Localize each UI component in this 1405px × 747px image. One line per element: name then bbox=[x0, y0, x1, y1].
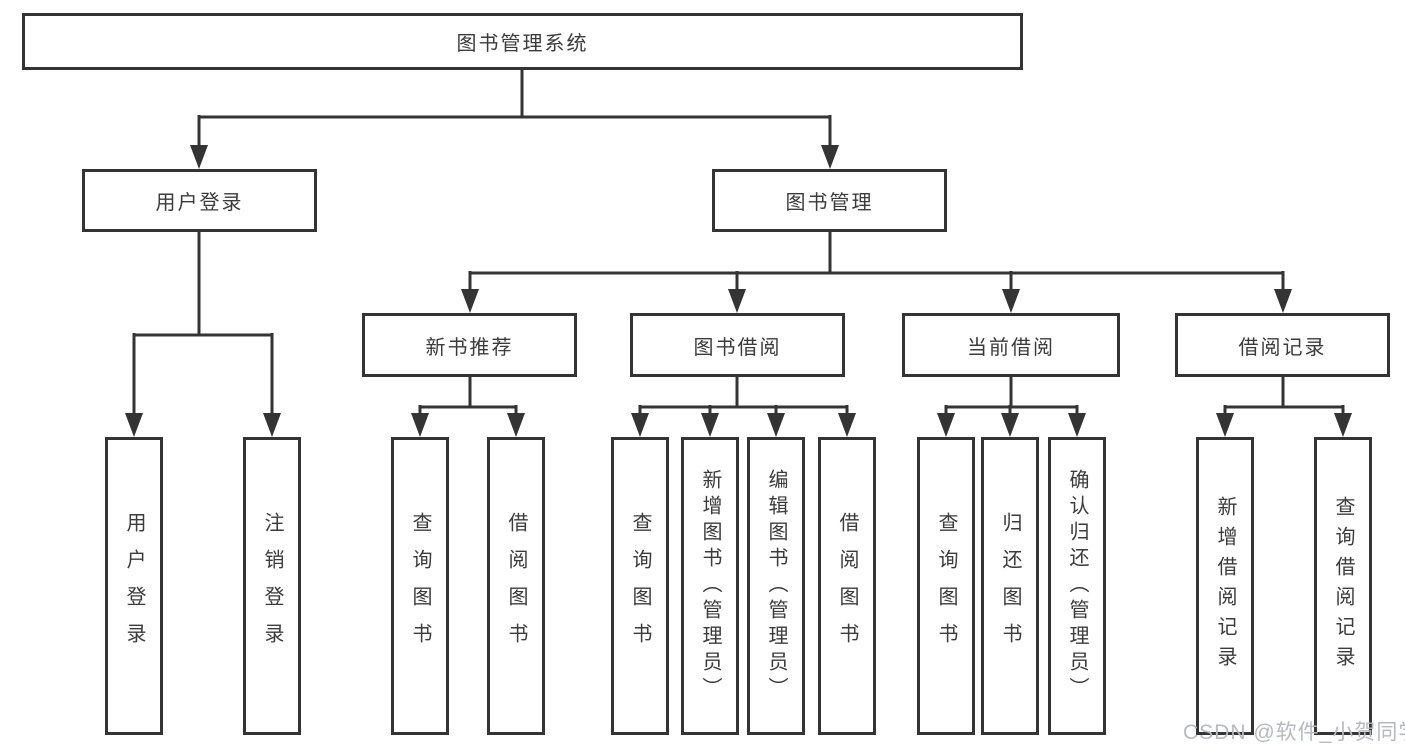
node-label: 图书管理系统 bbox=[456, 33, 589, 55]
node-library-management-system: 图书管理系统 bbox=[22, 13, 1023, 70]
node-label: 图书借阅 bbox=[693, 336, 782, 359]
leaf-add-book-admin: 新增图书（管理员） bbox=[681, 437, 739, 735]
leaf-borrow-books-recommend: 借阅图书 bbox=[487, 437, 545, 735]
connector-current-borrow bbox=[944, 377, 1079, 415]
arrowhead bbox=[1001, 413, 1019, 437]
leaf-label: 查询借阅记录 bbox=[1332, 496, 1354, 676]
leaf-label: 用户登录 bbox=[123, 512, 145, 660]
arrowhead bbox=[767, 413, 785, 437]
connector-root bbox=[197, 70, 832, 147]
arrowhead bbox=[838, 413, 856, 437]
arrowhead bbox=[1334, 413, 1352, 437]
node-current-borrow: 当前借阅 bbox=[902, 313, 1120, 377]
arrowhead bbox=[937, 413, 955, 437]
node-new-book-recommend: 新书推荐 bbox=[362, 313, 577, 377]
arrowhead bbox=[1216, 413, 1234, 437]
leaf-label: 确认归还（管理员） bbox=[1066, 469, 1088, 703]
leaf-label: 编辑图书（管理员） bbox=[765, 469, 787, 703]
arrowhead bbox=[728, 289, 746, 313]
arrowhead bbox=[701, 413, 719, 437]
leaf-label: 归还图书 bbox=[999, 512, 1021, 660]
arrowhead bbox=[411, 413, 429, 437]
leaf-edit-book-admin: 编辑图书（管理员） bbox=[747, 437, 805, 735]
leaf-add-borrow-record: 新增借阅记录 bbox=[1196, 437, 1254, 735]
connector-user-login bbox=[132, 232, 274, 415]
leaf-return-book: 归还图书 bbox=[981, 437, 1039, 735]
node-label: 图书管理 bbox=[785, 192, 874, 214]
connector-book-borrow bbox=[638, 377, 849, 415]
leaf-query-books-current: 查询图书 bbox=[917, 437, 975, 735]
leaf-query-borrow-record: 查询借阅记录 bbox=[1314, 437, 1372, 735]
arrowhead bbox=[1068, 413, 1086, 437]
arrowhead bbox=[461, 289, 479, 313]
leaf-confirm-return-admin: 确认归还（管理员） bbox=[1048, 437, 1106, 735]
arrowhead bbox=[821, 145, 839, 169]
leaf-label: 查询图书 bbox=[629, 512, 651, 660]
connector-book-management bbox=[468, 232, 1285, 291]
arrowhead bbox=[1002, 289, 1020, 313]
node-label: 新书推荐 bbox=[425, 336, 514, 359]
leaf-query-books-borrow: 查询图书 bbox=[611, 437, 669, 735]
node-book-borrow: 图书借阅 bbox=[630, 313, 845, 377]
arrowhead bbox=[507, 413, 525, 437]
arrowhead bbox=[125, 413, 143, 437]
leaf-borrow-books: 借阅图书 bbox=[818, 437, 876, 735]
leaf-label: 新增借阅记录 bbox=[1214, 496, 1236, 676]
node-label: 当前借阅 bbox=[967, 336, 1055, 359]
arrowhead bbox=[1274, 289, 1292, 313]
leaf-label: 查询图书 bbox=[935, 512, 957, 660]
csdn-watermark: CSDN @软件_小贺同学 bbox=[1183, 721, 1405, 744]
connector-new-book-recommend bbox=[418, 377, 518, 415]
leaf-user-login: 用户登录 bbox=[105, 437, 163, 735]
node-label: 借阅记录 bbox=[1238, 336, 1327, 359]
leaf-label: 借阅图书 bbox=[836, 512, 858, 660]
node-book-management: 图书管理 bbox=[712, 169, 947, 232]
leaf-label: 注销登录 bbox=[261, 512, 283, 660]
arrowhead bbox=[631, 413, 649, 437]
arrowhead bbox=[263, 413, 281, 437]
node-borrow-records: 借阅记录 bbox=[1175, 313, 1390, 377]
node-user-login: 用户登录 bbox=[82, 169, 317, 232]
arrowhead bbox=[190, 145, 208, 169]
leaf-label: 查询图书 bbox=[409, 512, 431, 660]
leaf-label: 借阅图书 bbox=[505, 512, 527, 660]
leaf-label: 新增图书（管理员） bbox=[699, 469, 721, 703]
leaf-logout: 注销登录 bbox=[243, 437, 301, 735]
leaf-query-books-recommend: 查询图书 bbox=[391, 437, 449, 735]
connector-borrow-records bbox=[1223, 377, 1345, 415]
node-label: 用户登录 bbox=[155, 192, 244, 214]
